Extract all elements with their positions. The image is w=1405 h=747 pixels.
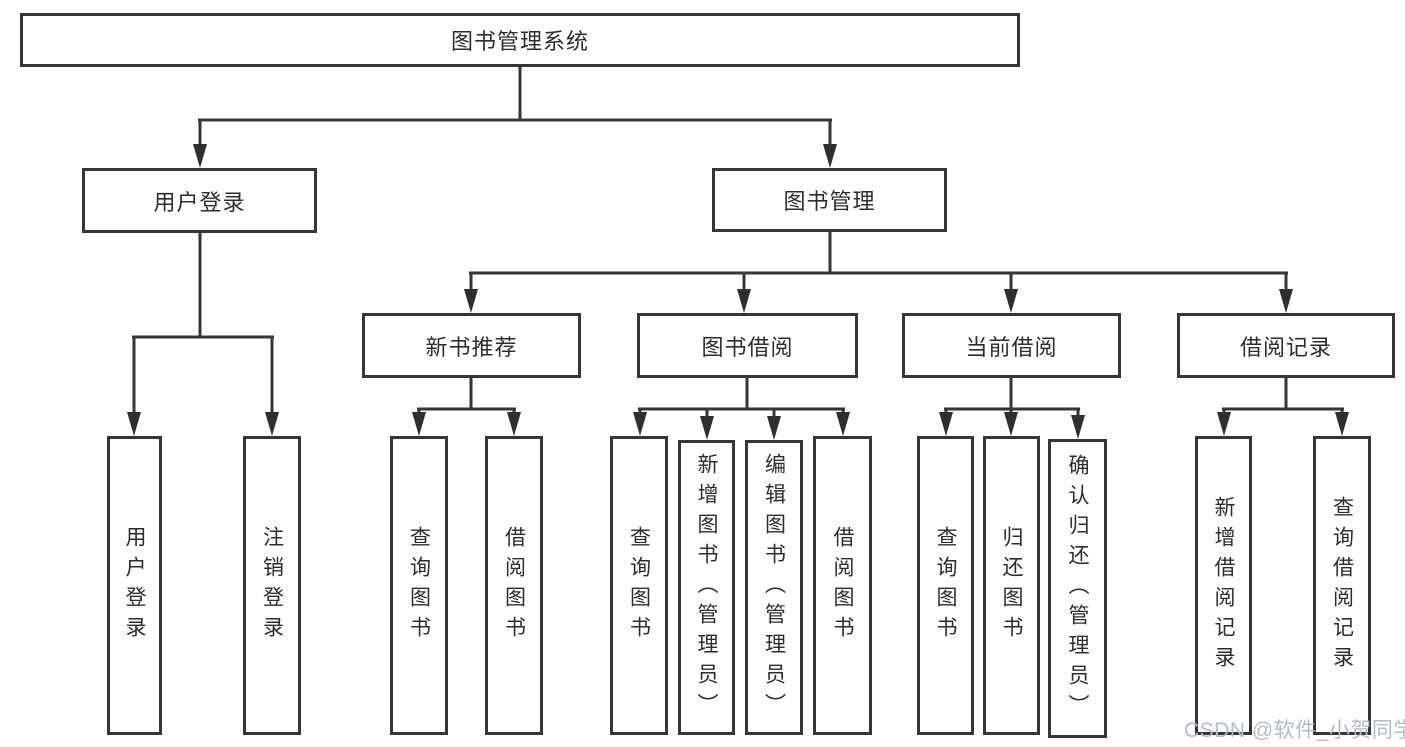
leaf-nbr-query-books: 查询图书 [390,436,448,735]
leaf-logout: 注销登录 [243,436,301,735]
leaf-cb-return-books: 归还图书 [983,436,1040,735]
connector-root-to-level2 [193,67,837,168]
csdn-watermark: CSDN @软件_小贺同学 [1184,719,1405,742]
leaf-bb-query-books: 查询图书 [610,436,668,735]
node-book-borrow: 图书借阅 [637,313,858,378]
leaf-nbr-borrow-books: 借阅图书 [485,436,543,735]
node-new-book-recommend: 新书推荐 [362,313,581,378]
node-root-system: 图书管理系统 [20,13,1020,67]
connector-book-borrow-to-leaves [633,378,850,440]
leaf-br-query-record: 查询借阅记录 [1313,436,1371,735]
leaf-bb-add-books-admin: 新增图书（管理员） [678,440,735,735]
connector-current-borrow-to-leaves [939,378,1085,439]
connector-new-book-rec-to-leaves [412,378,521,436]
leaf-bb-edit-books-admin: 编辑图书（管理员） [745,440,803,735]
leaf-bb-borrow-books: 借阅图书 [813,436,872,735]
leaf-cb-confirm-return-admin: 确认归还（管理员） [1048,439,1107,738]
leaf-br-add-record: 新增借阅记录 [1195,436,1252,735]
node-borrow-records: 借阅记录 [1177,313,1395,378]
connector-user-login-to-leaves [127,233,279,436]
leaf-user-login: 用户登录 [107,436,162,735]
connector-book-management-to-level3 [464,232,1293,313]
node-book-management: 图书管理 [712,168,947,232]
node-current-borrow: 当前借阅 [902,313,1121,378]
connector-borrow-records-to-leaves [1217,378,1349,436]
leaf-cb-query-books: 查询图书 [917,436,974,735]
node-user-login: 用户登录 [82,168,317,233]
